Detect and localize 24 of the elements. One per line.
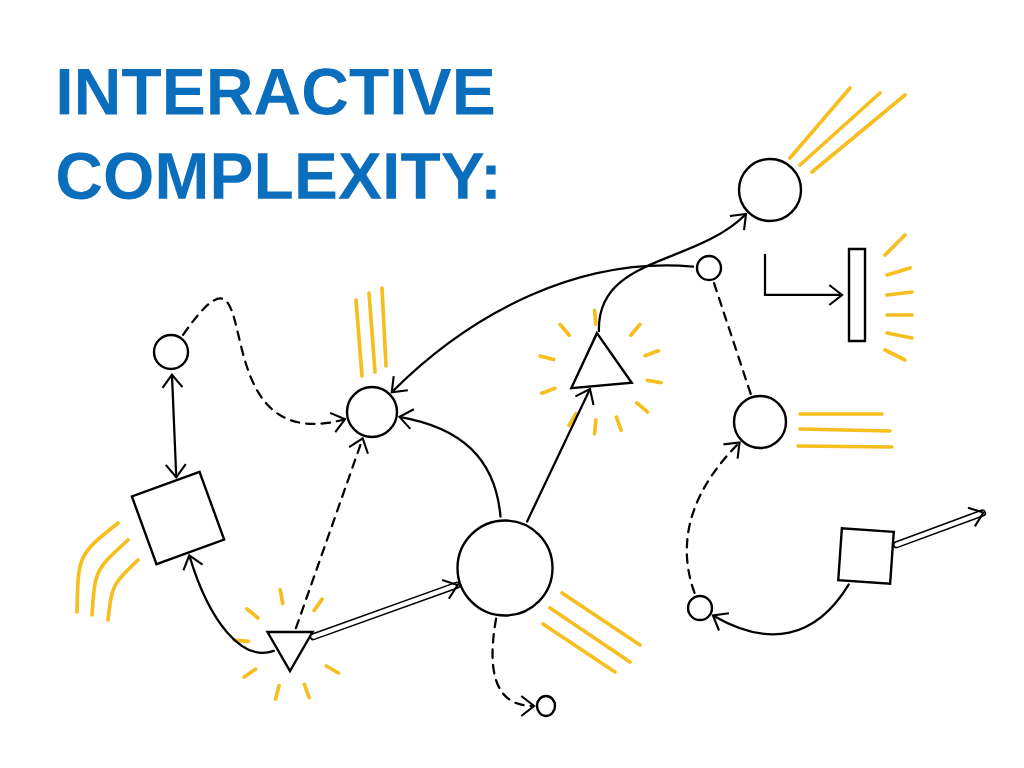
arrow bbox=[397, 408, 502, 518]
arrow bbox=[294, 436, 369, 630]
arrow bbox=[182, 553, 275, 654]
circle-shape bbox=[737, 157, 803, 223]
circle-shape bbox=[535, 694, 557, 718]
circle-shape bbox=[152, 333, 190, 371]
arrow bbox=[390, 264, 695, 394]
arrow bbox=[892, 506, 987, 549]
circle-shape bbox=[456, 519, 554, 617]
circle-shape bbox=[732, 394, 788, 450]
circle-shape bbox=[686, 594, 714, 622]
arrow bbox=[525, 387, 595, 523]
arrow bbox=[181, 298, 347, 433]
circle-shape bbox=[695, 254, 723, 282]
title: INTERACTIVE COMPLEXITY: bbox=[58, 68, 496, 200]
arrow bbox=[491, 617, 536, 717]
arrow bbox=[711, 583, 850, 636]
arrow bbox=[161, 372, 187, 480]
arrow bbox=[763, 253, 844, 306]
bar-shape bbox=[847, 247, 867, 343]
circle-shape bbox=[345, 385, 399, 439]
arrow bbox=[309, 578, 461, 641]
arrow bbox=[685, 441, 741, 595]
arrow bbox=[597, 212, 748, 333]
